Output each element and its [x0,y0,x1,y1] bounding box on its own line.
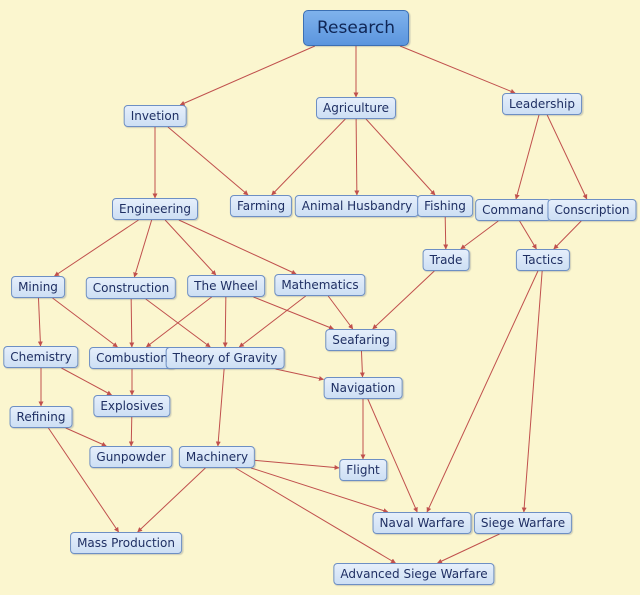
node-animal-husbandry: Animal Husbandry [294,195,420,217]
node-theory-of-gravity: Theory of Gravity [165,347,285,369]
edge-engineering-to-the-wheel [164,219,217,276]
node-naval-warfare: Naval Warfare [372,512,472,534]
edge-engineering-to-mining [54,219,139,277]
edge-seafaring-to-navigation [359,350,365,378]
node-siege-warfare: Siege Warfare [473,512,573,534]
node-explosives: Explosives [93,395,171,417]
node-farming: Farming [229,195,293,217]
edge-the-wheel-to-seafaring [253,296,334,330]
edge-siege-warfare-to-advanced-siege-warfare [437,533,500,564]
node-mass-production: Mass Production [70,532,182,554]
edge-machinery-to-flight [254,459,340,470]
edge-refining-to-mass-production [48,427,119,533]
edge-agriculture-to-farming [271,118,346,196]
edge-engineering-to-mathematics [178,219,297,275]
node-combustion: Combustion [89,347,175,369]
edge-tactics-to-siege-warfare [521,270,543,513]
edge-machinery-to-mass-production [137,467,206,533]
node-construction: Construction [85,277,177,299]
edge-navigation-to-naval-warfare [367,398,418,513]
edge-research-to-leadership [399,45,516,94]
edge-mathematics-to-seafaring [327,295,354,330]
node-gunpowder: Gunpowder [89,446,173,468]
edge-mining-to-combustion [52,297,118,348]
edge-the-wheel-to-theory-of-gravity [222,296,228,348]
node-fishing: Fishing [417,195,473,217]
node-research: Research [303,10,409,46]
edge-command-to-tactics [519,220,537,250]
node-agriculture: Agriculture [316,97,396,119]
edge-tactics-to-naval-warfare [426,270,539,513]
edge-fishing-to-trade [443,216,449,250]
node-the-wheel: The Wheel [187,275,265,297]
node-flight: Flight [339,459,387,481]
node-leadership: Leadership [502,93,582,115]
edge-construction-to-combustion [129,298,135,348]
edge-the-wheel-to-combustion [145,296,212,348]
edge-leadership-to-command [514,114,540,200]
node-chemistry: Chemistry [3,346,79,368]
node-trade: Trade [422,249,470,271]
edge-machinery-to-advanced-siege-warfare [235,467,396,564]
node-command: Command [475,199,551,221]
node-mining: Mining [11,276,65,298]
edge-research-to-invetion [179,45,316,106]
edge-theory-of-gravity-to-machinery [215,368,225,447]
node-engineering: Engineering [112,198,198,220]
edge-chemistry-to-explosives [61,367,113,396]
edge-machinery-to-naval-warfare [251,467,389,514]
node-conscription: Conscription [547,199,637,221]
edge-invetion-to-farming [167,126,249,196]
edge-mining-to-chemistry [37,297,43,347]
node-navigation: Navigation [323,377,403,399]
edge-theory-of-gravity-to-navigation [275,368,324,381]
edge-agriculture-to-animal-husbandry [354,118,360,196]
edge-engineering-to-construction [133,219,153,278]
node-mathematics: Mathematics [274,274,366,296]
edge-conscription-to-tactics [553,220,582,250]
edge-leadership-to-conscription [546,114,588,200]
node-tactics: Tactics [515,249,571,271]
node-machinery: Machinery [178,446,256,468]
edge-agriculture-to-fishing [365,118,436,196]
edge-refining-to-gunpowder [65,427,107,447]
node-advanced-siege-warfare: Advanced Siege Warfare [333,563,495,585]
edge-explosives-to-gunpowder [128,416,134,447]
edge-trade-to-seafaring [372,270,435,330]
edge-command-to-trade [460,220,499,250]
node-invetion: Invetion [123,105,187,127]
node-seafaring: Seafaring [325,329,397,351]
node-refining: Refining [9,406,73,428]
edge-mathematics-to-theory-of-gravity [238,295,306,348]
